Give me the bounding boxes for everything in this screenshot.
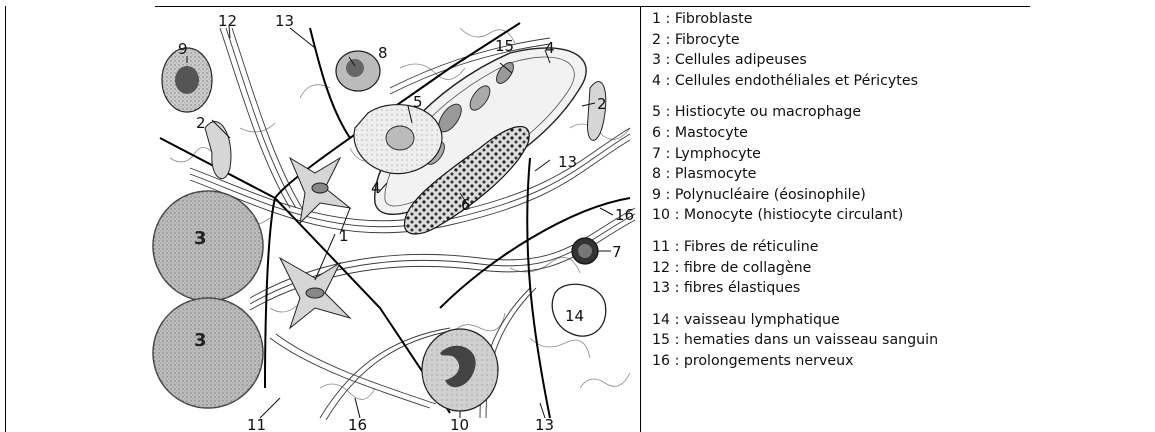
fat-cells bbox=[153, 191, 263, 408]
legend-group-fibers: 11 : Fibres de réticuline 12 : fibre de … bbox=[652, 237, 1152, 299]
connective-tissue-illustration: 1 2 2 3 3 4 4 5 6 7 8 9 10 11 12 13 13 1… bbox=[150, 8, 638, 432]
label-15: 15 bbox=[495, 37, 514, 55]
macrophage bbox=[354, 105, 442, 174]
legend-item: 7 : Lymphocyte bbox=[652, 144, 1152, 165]
label-16-bottom: 16 bbox=[348, 416, 367, 432]
label-10: 10 bbox=[450, 416, 469, 432]
monocyte bbox=[422, 329, 498, 411]
label-3-bottom: 3 bbox=[194, 330, 207, 351]
legend-item: 9 : Polynucléaire (éosinophile) bbox=[652, 185, 1152, 206]
legend-item: 14 : vaisseau lymphatique bbox=[652, 310, 1152, 331]
label-5: 5 bbox=[413, 93, 423, 111]
label-2-right: 2 bbox=[597, 95, 607, 113]
legend-item: 1 : Fibroblaste bbox=[652, 9, 1152, 30]
legend-item: 16 : prolongements nerveux bbox=[652, 351, 1152, 372]
label-9: 9 bbox=[178, 40, 188, 58]
legend-item: 2 : Fibrocyte bbox=[652, 30, 1152, 51]
label-13-top: 13 bbox=[275, 12, 294, 30]
plasmocyte bbox=[336, 51, 380, 91]
legend-item: 13 : fibres élastiques bbox=[652, 278, 1152, 299]
label-4-left: 4 bbox=[371, 179, 381, 197]
label-12: 12 bbox=[218, 12, 237, 30]
label-1: 1 bbox=[339, 227, 349, 245]
label-11: 11 bbox=[247, 416, 266, 432]
legend-item: 12 : fibre de collagène bbox=[652, 258, 1152, 279]
label-8: 8 bbox=[378, 44, 388, 62]
label-4-top: 4 bbox=[545, 39, 555, 57]
label-3-top: 3 bbox=[194, 228, 207, 249]
frame-left-border bbox=[5, 6, 6, 432]
legend-item: 5 : Histiocyte ou macrophage bbox=[652, 102, 1152, 123]
label-13-bottom: 13 bbox=[535, 416, 554, 432]
legend-item: 6 : Mastocyte bbox=[652, 123, 1152, 144]
label-14: 14 bbox=[565, 307, 584, 325]
label-6: 6 bbox=[461, 196, 471, 214]
legend-item: 10 : Monocyte (histiocyte circulant) bbox=[652, 205, 1152, 226]
legend-item: 11 : Fibres de réticuline bbox=[652, 237, 1152, 258]
legend-item: 3 : Cellules adipeuses bbox=[652, 50, 1152, 71]
legend-group-cells: 1 : Fibroblaste 2 : Fibrocyte 3 : Cellul… bbox=[652, 9, 1152, 91]
legend-group-vessels-nerves: 14 : vaisseau lymphatique 15 : hematies … bbox=[652, 310, 1152, 372]
lymphocyte bbox=[572, 238, 598, 264]
legend-item: 8 : Plasmocyte bbox=[652, 164, 1152, 185]
label-16-right: 16 bbox=[615, 206, 634, 224]
label-2-left: 2 bbox=[196, 114, 206, 132]
frame-divider bbox=[640, 6, 641, 432]
legend: 1 : Fibroblaste 2 : Fibrocyte 3 : Cellul… bbox=[652, 9, 1152, 383]
legend-item: 4 : Cellules endothéliales et Péricytes bbox=[652, 71, 1152, 92]
label-7: 7 bbox=[612, 243, 622, 261]
legend-item: 15 : hematies dans un vaisseau sanguin bbox=[652, 330, 1152, 351]
legend-group-free-cells: 5 : Histiocyte ou macrophage 6 : Mastocy… bbox=[652, 102, 1152, 226]
label-13-right: 13 bbox=[558, 153, 577, 171]
frame-top-border bbox=[155, 6, 1030, 7]
